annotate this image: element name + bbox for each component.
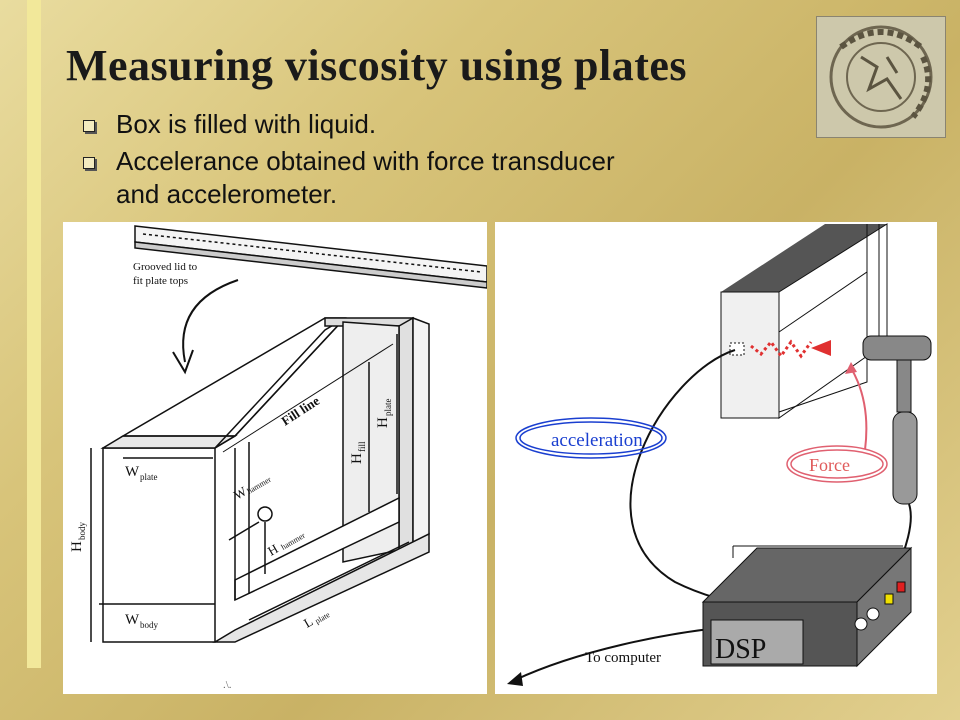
l-plate-label: L <box>301 614 315 631</box>
bullet-text: and accelerometer. <box>116 179 338 209</box>
w-plate-sub: plate <box>140 472 158 482</box>
measurement-setup-panel: acceleration Force DSP To computer <box>495 222 937 694</box>
h-fill-label: H <box>349 453 365 464</box>
dsp-label: DSP <box>715 634 766 665</box>
h-plate-label: H <box>375 417 391 428</box>
lid-label-line1: Grooved lid to <box>133 261 198 273</box>
fill-line-label: Fill line <box>278 393 322 429</box>
w-body-label: W <box>125 612 140 628</box>
checkbox-bullet-icon <box>83 120 95 132</box>
bullet-continuation: and accelerometer. <box>80 178 800 211</box>
checkbox-bullet-icon <box>83 157 95 169</box>
bullet-text: Box is filled with liquid. <box>116 109 377 139</box>
measurement-setup-diagram: acceleration Force DSP To computer <box>507 223 932 686</box>
to-computer-label: To computer <box>585 650 661 666</box>
h-plate-sub: plate <box>383 399 393 417</box>
footnote-mark: .\. <box>223 679 232 691</box>
bullet-text: Accelerance obtained with force transduc… <box>116 146 615 176</box>
lid-label-line2: fit plate tops <box>133 275 188 287</box>
accelerometer-icon <box>729 342 745 356</box>
bullet-item: Box is filled with liquid. <box>80 108 800 141</box>
university-seal-icon <box>817 17 945 137</box>
force-label: Force <box>809 455 850 475</box>
h-body-label: H <box>69 541 85 552</box>
w-body-sub: body <box>140 620 159 630</box>
impact-hammer-icon <box>862 335 932 361</box>
h-body-sub: body <box>77 522 87 541</box>
accent-bar <box>27 0 41 668</box>
bullet-item: Accelerance obtained with force transduc… <box>80 145 800 178</box>
acceleration-label: acceleration <box>551 430 643 451</box>
bullet-list: Box is filled with liquid. Accelerance o… <box>80 108 800 215</box>
box-schematic-panel: Grooved lid to fit plate tops Fill line … <box>63 222 488 694</box>
box-schematic-diagram: Grooved lid to fit plate tops Fill line … <box>69 225 488 691</box>
w-plate-label: W <box>125 464 140 480</box>
l-plate-sub: plate <box>314 610 332 626</box>
slide-title: Measuring viscosity using plates <box>66 41 688 90</box>
university-logo <box>816 16 946 138</box>
h-fill-sub: fill <box>357 441 367 452</box>
